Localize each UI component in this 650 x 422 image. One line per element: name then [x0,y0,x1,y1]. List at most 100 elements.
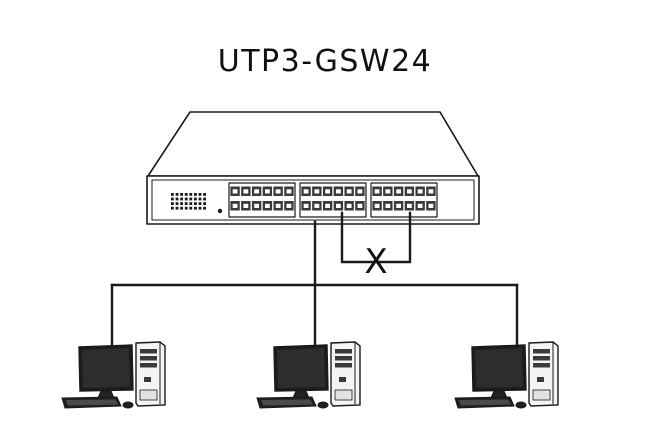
power-indicator [217,208,223,214]
port-contact [357,203,363,208]
drive-bay [335,356,352,361]
drive-bay [533,356,550,361]
drive-bay [533,363,550,368]
port-contact [335,189,341,194]
drive-bay [533,349,550,354]
led [198,197,202,201]
led [184,206,188,210]
tower-grille [334,389,353,401]
monitor-screen [277,348,325,388]
port-contact [428,203,434,208]
drive-bay [335,363,352,368]
port-contact [428,189,434,194]
port-contact [346,203,352,208]
cables [110,211,519,347]
mouse-icon [122,401,134,409]
mouse-icon [317,401,329,409]
pc-center [256,341,361,409]
port-contact [314,189,320,194]
led [198,206,202,210]
port-group [228,182,296,218]
port-contact [232,189,238,194]
port-contact [275,189,281,194]
port-contact [357,189,363,194]
led [198,202,202,205]
port-contact [396,189,402,194]
led [175,202,179,205]
tower-grille [139,389,158,401]
led [189,193,193,196]
led [180,206,183,210]
led [184,193,188,196]
led [203,197,206,201]
led [175,206,179,210]
port-contact [385,203,391,208]
led [184,197,188,201]
port-contact [275,203,281,208]
pc-left [61,341,166,409]
port-contact [314,203,320,208]
keyboard-keys [66,399,118,406]
port-contact [406,203,412,208]
port-contact [264,189,270,194]
port-contact [417,189,423,194]
port-group [370,182,438,218]
drive-bay [140,356,157,361]
network-switch [146,111,480,225]
led [194,206,197,210]
led [203,206,206,210]
switch-top-panel [147,111,479,177]
port-group-frame [299,182,367,218]
port-contact [385,189,391,194]
tower-grille [532,389,551,401]
led [194,197,197,201]
led [189,197,193,201]
switch-front-inset [151,179,475,221]
loop-cable [340,211,412,264]
port-contact [286,189,292,194]
led [171,197,174,201]
port-contact [335,203,341,208]
led [203,193,206,196]
led [194,202,197,205]
port-group [299,182,367,218]
led [194,193,197,196]
mouse-icon [515,401,527,409]
computers [61,341,559,409]
port-groups [228,182,438,218]
port-contact [417,203,423,208]
port-contact [264,203,270,208]
port-contact [325,203,331,208]
port-contact [232,203,238,208]
tower-badge [144,377,151,382]
port-contact [346,189,352,194]
port-contact [396,203,402,208]
keyboard-keys [261,399,313,406]
port-contact [374,203,380,208]
tower-badge [339,377,346,382]
port-contact [254,189,260,194]
port-group-frame [370,182,438,218]
led [189,206,193,210]
led [171,193,174,196]
port-contact [303,189,309,194]
led [175,193,179,196]
led [171,206,174,210]
monitor-screen [82,348,130,388]
led [175,197,179,201]
led [203,202,206,205]
led [189,202,193,205]
led-grid [171,193,206,210]
keyboard-keys [459,399,511,406]
diagram-title: UTP3-GSW24 [217,44,433,79]
port-contact [243,203,249,208]
monitor-screen [475,348,523,388]
port-group-frame [228,182,296,218]
led [198,193,202,196]
port-contact [303,203,309,208]
pc-right [454,341,559,409]
port-contact [325,189,331,194]
port-contact [374,189,380,194]
loop-marker: X [364,242,387,282]
